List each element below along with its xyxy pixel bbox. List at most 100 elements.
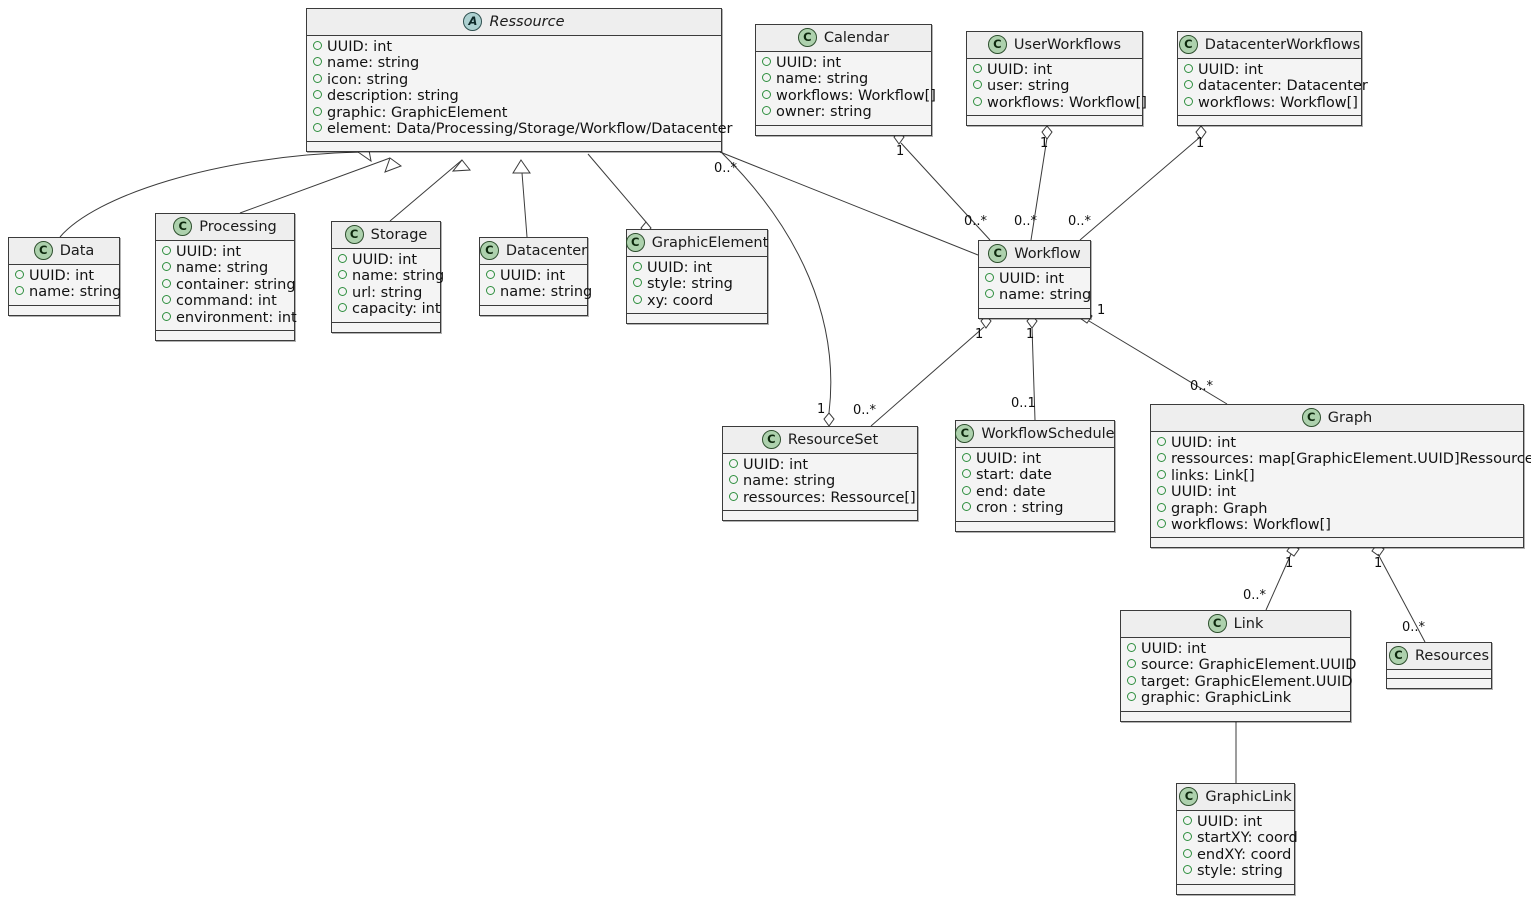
attribute-text: workflows: Workflow[] <box>1171 517 1331 534</box>
class-methods-link <box>1121 711 1350 721</box>
attribute-row: name: string <box>985 287 1091 303</box>
visibility-public-icon <box>1157 453 1166 463</box>
attribute-row: environment: int <box>162 310 297 326</box>
attribute-row: container: string <box>162 277 296 293</box>
multiplicity-label: 0..* <box>1014 214 1038 229</box>
attribute-text: owner: string <box>776 104 872 121</box>
visibility-public-icon <box>962 502 971 512</box>
attribute-text: description: string <box>327 88 459 105</box>
multiplicity-label: 1 <box>975 327 984 342</box>
visibility-public-icon <box>338 286 347 296</box>
class-icon: C <box>1179 787 1199 806</box>
multiplicity-label: 1 <box>817 402 826 417</box>
attribute-text: UUID: int <box>176 244 242 260</box>
attribute-row: UUID: int <box>985 271 1084 287</box>
class-name-datacenterworkflows: DatacenterWorkflows <box>1204 36 1361 53</box>
attribute-text: name: string <box>176 260 269 277</box>
class-icon: C <box>955 424 975 443</box>
class-methods-workflowschedule <box>956 521 1114 531</box>
visibility-public-icon <box>962 469 971 479</box>
visibility-public-icon <box>313 41 322 50</box>
class-name-resources: Resources <box>1414 647 1490 664</box>
visibility-public-icon <box>15 270 24 279</box>
class-methods-datacenterworkflows <box>1178 116 1361 126</box>
aggregation-workflow-to-resourceset <box>870 314 992 427</box>
visibility-public-icon <box>1157 486 1166 496</box>
class-icon: C <box>33 241 53 260</box>
visibility-public-icon <box>162 311 171 321</box>
class-methods-data <box>9 305 119 315</box>
attribute-text: UUID: int <box>999 271 1065 287</box>
visibility-public-icon <box>1157 519 1166 529</box>
attribute-row: UUID: int <box>633 260 761 276</box>
class-name-data: Data <box>59 242 95 259</box>
attribute-text: style: string <box>1197 863 1283 880</box>
class-icon: C <box>479 241 499 260</box>
attribute-text: UUID: int <box>352 252 418 268</box>
attribute-row: source: GraphicElement.UUID <box>1127 657 1356 673</box>
class-methods-graphiclink <box>1177 884 1294 894</box>
visibility-public-icon <box>1183 848 1192 858</box>
attribute-text: url: string <box>352 284 423 301</box>
visibility-public-icon <box>313 123 322 133</box>
attribute-text: start: date <box>976 467 1052 484</box>
attribute-text: links: Link[] <box>1171 467 1255 484</box>
attribute-text: name: string <box>327 55 420 72</box>
attribute-text: endXY: coord <box>1197 846 1292 863</box>
attribute-text: graphic: GraphicLink <box>1141 690 1292 707</box>
attribute-row: icon: string <box>313 72 715 88</box>
visibility-public-icon <box>973 80 982 90</box>
attribute-text: xy: coord <box>647 292 714 309</box>
attribute-text: name: string <box>776 71 869 88</box>
attribute-row: startXY: coord <box>1183 830 1298 846</box>
attribute-row: UUID: int <box>162 244 288 260</box>
attribute-text: UUID: int <box>1197 814 1263 830</box>
attribute-row: datacenter: Datacenter <box>1184 78 1368 94</box>
class-icon: C <box>797 28 817 47</box>
visibility-public-icon <box>1157 502 1166 512</box>
attribute-text: UUID: int <box>647 260 713 276</box>
class-name-link: Link <box>1233 615 1264 632</box>
class-icon: C <box>1207 614 1227 633</box>
class-methods-calendar <box>756 125 931 135</box>
class-header-data: C Data <box>9 238 119 265</box>
class-name-userworkflows: UserWorkflows <box>1013 36 1122 53</box>
attribute-text: UUID: int <box>29 268 95 284</box>
aggregation-ressource-to-graphicelement <box>587 153 652 235</box>
attribute-row: links: Link[] <box>1157 468 1517 484</box>
class-methods-ressource <box>307 142 721 152</box>
attribute-text: startXY: coord <box>1197 830 1298 847</box>
attribute-text: UUID: int <box>1198 62 1264 78</box>
class-icon: C <box>344 225 364 244</box>
visibility-public-icon <box>1127 692 1136 702</box>
generalization-processing-to-ressource <box>239 157 403 214</box>
attribute-row: endXY: coord <box>1183 846 1292 863</box>
visibility-public-icon <box>15 286 24 296</box>
class-methods-workflow <box>979 308 1090 318</box>
class-name-processing: Processing <box>199 218 277 235</box>
attribute-text: container: string <box>176 276 296 293</box>
attribute-row: user: string <box>973 78 1136 94</box>
attribute-row: style: string <box>633 276 761 292</box>
